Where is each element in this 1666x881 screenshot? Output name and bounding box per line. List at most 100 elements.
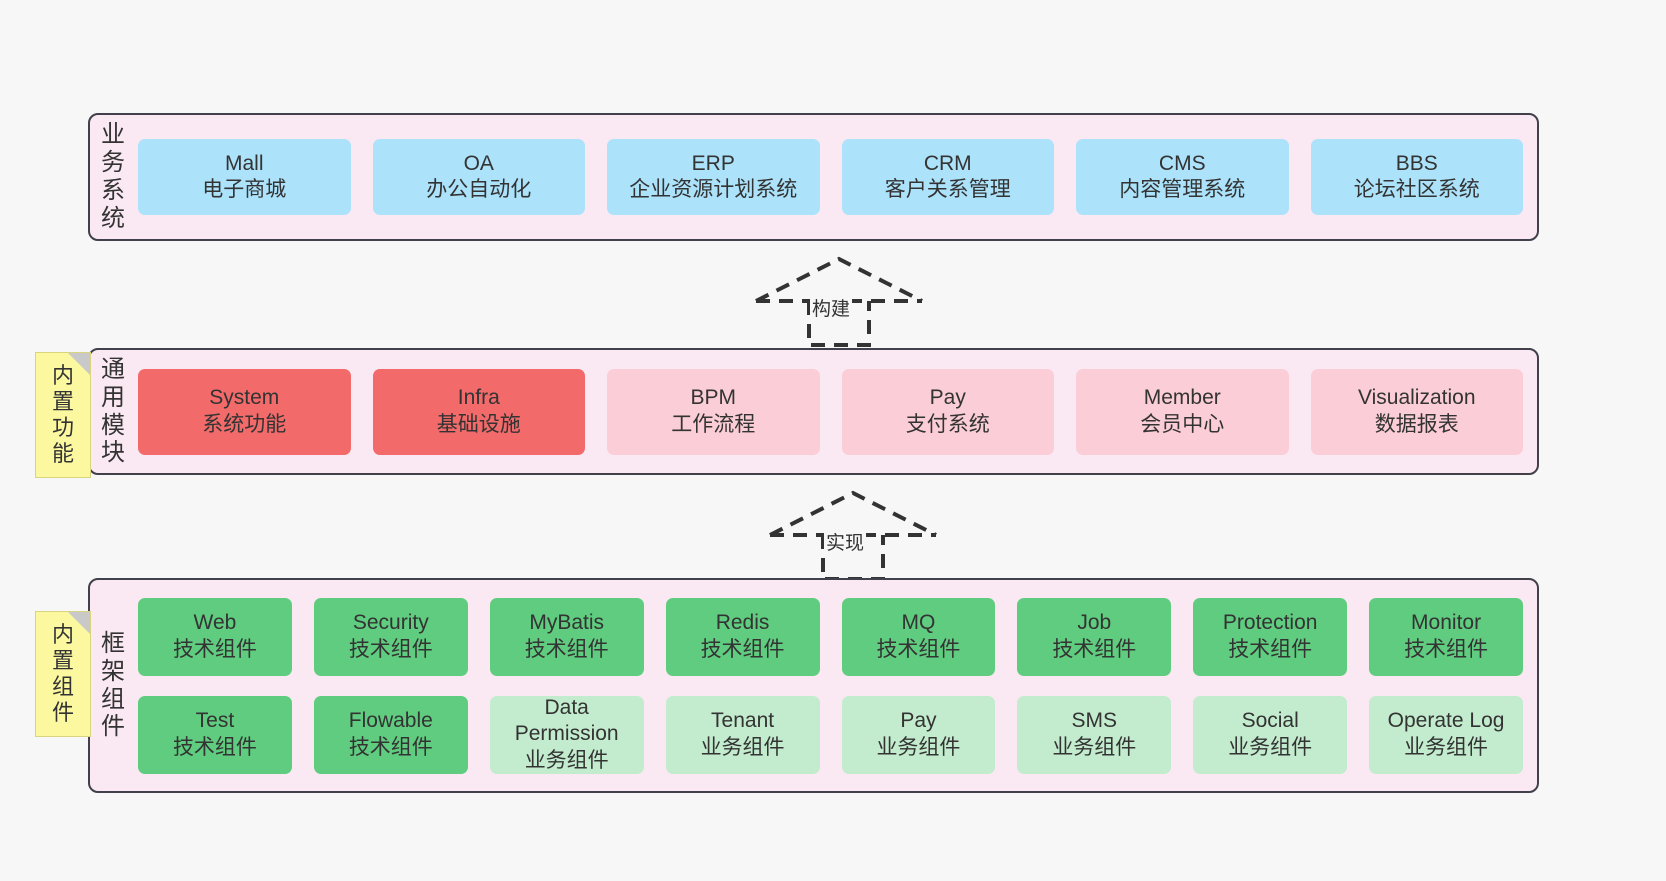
- framework-box-pay[interactable]: Pay 业务组件: [841, 695, 996, 774]
- note-fold-icon: [68, 353, 90, 375]
- box-subtitle: 论坛社区系统: [1353, 178, 1480, 201]
- box-subtitle: 支付系统: [905, 412, 990, 436]
- framework-box-data-permission[interactable]: Data Permission 业务组件: [489, 695, 644, 774]
- layer-framework-label-char: 架: [101, 657, 125, 685]
- note-fold-icon: [68, 612, 90, 634]
- layer-framework-components[interactable]: 框 架 组 件 Web 技术组件 Security 技术组件 MyBatis 技…: [88, 578, 1539, 793]
- box-subtitle: 企业资源计划系统: [629, 178, 798, 201]
- modules-row: System 系统功能 Infra 基础设施 BPM 工作流程 Pay 支付系统…: [138, 368, 1523, 455]
- framework-box-mybatis[interactable]: MyBatis 技术组件: [489, 597, 644, 676]
- module-box-member[interactable]: Member 会员中心: [1076, 368, 1289, 455]
- layer-business-label-char: 系: [101, 177, 125, 204]
- layer-modules-label-char: 用: [101, 383, 125, 411]
- note-label-char: 件: [51, 699, 74, 725]
- box-subtitle: 技术组件: [1052, 637, 1137, 661]
- framework-box-monitor[interactable]: Monitor 技术组件: [1369, 597, 1523, 676]
- box-title: MQ: [901, 611, 936, 635]
- box-title: Flowable: [348, 709, 433, 733]
- framework-box-web[interactable]: Web 技术组件: [138, 597, 292, 676]
- box-subtitle: 系统功能: [202, 412, 287, 436]
- business-box-erp[interactable]: ERP 企业资源计划系统: [607, 139, 820, 215]
- business-box-cms[interactable]: CMS 内容管理系统: [1076, 139, 1289, 215]
- box-subtitle: 办公自动化: [426, 178, 532, 201]
- box-subtitle: 技术组件: [348, 735, 433, 759]
- box-subtitle: 业务组件: [524, 748, 609, 772]
- box-title: MyBatis: [529, 611, 605, 635]
- layer-modules-label-char: 块: [101, 439, 125, 467]
- box-subtitle: 基础设施: [436, 412, 521, 436]
- module-box-bpm[interactable]: BPM 工作流程: [607, 368, 820, 455]
- layer-framework-label-char: 件: [101, 713, 125, 741]
- box-title: Mall: [224, 151, 264, 175]
- framework-box-operate-log[interactable]: Operate Log 业务组件: [1369, 695, 1523, 774]
- box-subtitle: 技术组件: [700, 637, 785, 661]
- layer-business-systems[interactable]: 业 务 系 统 Mall 电子商城 OA 办公自动化 ERP 企业资源计划系统 …: [88, 113, 1539, 241]
- framework-box-mq[interactable]: MQ 技术组件: [841, 597, 996, 676]
- box-title: CRM: [923, 151, 972, 175]
- framework-box-protection[interactable]: Protection 技术组件: [1193, 597, 1348, 676]
- box-title: Pay: [900, 709, 937, 733]
- business-row: Mall 电子商城 OA 办公自动化 ERP 企业资源计划系统 CRM 客户关系…: [138, 139, 1523, 215]
- box-subtitle: 业务组件: [1228, 735, 1313, 759]
- framework-box-security[interactable]: Security 技术组件: [313, 597, 468, 676]
- layer-modules-label-char: 通: [101, 355, 125, 383]
- framework-box-social[interactable]: Social 业务组件: [1193, 695, 1348, 774]
- module-box-pay[interactable]: Pay 支付系统: [841, 368, 1054, 455]
- module-box-system[interactable]: System 系统功能: [138, 368, 351, 455]
- connector-implement-label: 实现: [824, 528, 867, 555]
- layer-framework-label-char: 组: [101, 685, 125, 713]
- business-box-bbs[interactable]: BBS 论坛社区系统: [1310, 139, 1523, 215]
- layer-business-body: Mall 电子商城 OA 办公自动化 ERP 企业资源计划系统 CRM 客户关系…: [136, 115, 1537, 239]
- box-title: Member: [1143, 386, 1221, 410]
- framework-row-1: Web 技术组件 Security 技术组件 MyBatis 技术组件 Redi…: [138, 597, 1523, 676]
- framework-box-tenant[interactable]: Tenant 业务组件: [665, 695, 820, 774]
- box-title: Pay: [929, 386, 966, 410]
- box-title: BPM: [690, 386, 736, 410]
- framework-box-flowable[interactable]: Flowable 技术组件: [313, 695, 468, 774]
- framework-box-sms[interactable]: SMS 业务组件: [1017, 695, 1172, 774]
- business-box-mall[interactable]: Mall 电子商城: [138, 139, 351, 215]
- box-title: SMS: [1071, 709, 1118, 733]
- box-title: Monitor: [1411, 611, 1482, 635]
- box-title: OA: [463, 151, 494, 175]
- framework-box-test[interactable]: Test 技术组件: [138, 695, 292, 774]
- box-title: BBS: [1395, 151, 1438, 175]
- framework-box-redis[interactable]: Redis 技术组件: [665, 597, 820, 676]
- layer-framework-body: Web 技术组件 Security 技术组件 MyBatis 技术组件 Redi…: [136, 580, 1537, 791]
- framework-box-job[interactable]: Job 技术组件: [1017, 597, 1172, 676]
- note-label-char: 置: [51, 389, 74, 415]
- box-title: CMS: [1158, 151, 1206, 175]
- layer-framework-label-char: 框: [101, 629, 125, 657]
- module-box-infra[interactable]: Infra 基础设施: [372, 368, 585, 455]
- module-box-visualization[interactable]: Visualization 数据报表: [1310, 368, 1523, 455]
- box-subtitle: 内容管理系统: [1119, 178, 1246, 201]
- note-label-char: 组: [51, 674, 74, 699]
- box-title: Operate Log: [1387, 709, 1505, 733]
- connector-implement: 实现: [758, 487, 948, 583]
- business-box-crm[interactable]: CRM 客户关系管理: [841, 139, 1054, 215]
- note-label-char: 置: [51, 648, 74, 674]
- box-title: Job: [1077, 611, 1112, 635]
- note-label-char: 功: [51, 415, 74, 440]
- connector-build-label: 构建: [810, 294, 853, 321]
- sticky-note-builtin-functions[interactable]: 内 置 功 能: [35, 352, 91, 478]
- box-subtitle: 技术组件: [1404, 637, 1489, 661]
- note-label-char: 能: [51, 440, 74, 466]
- box-subtitle: 技术组件: [876, 637, 961, 661]
- business-box-oa[interactable]: OA 办公自动化: [372, 139, 585, 215]
- box-title: Web: [193, 611, 237, 635]
- box-subtitle: 电子商城: [202, 178, 287, 201]
- sticky-note-builtin-components[interactable]: 内 置 组 件: [35, 611, 91, 737]
- box-subtitle: 会员中心: [1140, 412, 1225, 436]
- box-title: Social: [1241, 709, 1299, 733]
- layer-business-label-char: 业: [101, 121, 125, 149]
- layer-modules-label: 通 用 模 块: [90, 350, 136, 473]
- box-subtitle: 业务组件: [1052, 735, 1137, 759]
- layer-common-modules[interactable]: 通 用 模 块 System 系统功能 Infra 基础设施 BPM 工作流程 …: [88, 348, 1539, 475]
- box-subtitle: 数据报表: [1374, 412, 1459, 436]
- connector-build: 构建: [744, 253, 934, 349]
- framework-row-2: Test 技术组件 Flowable 技术组件 Data Permission …: [138, 695, 1523, 774]
- box-title: Data Permission: [514, 696, 619, 746]
- layer-framework-label: 框 架 组 件: [90, 580, 136, 791]
- layer-modules-label-char: 模: [101, 411, 125, 439]
